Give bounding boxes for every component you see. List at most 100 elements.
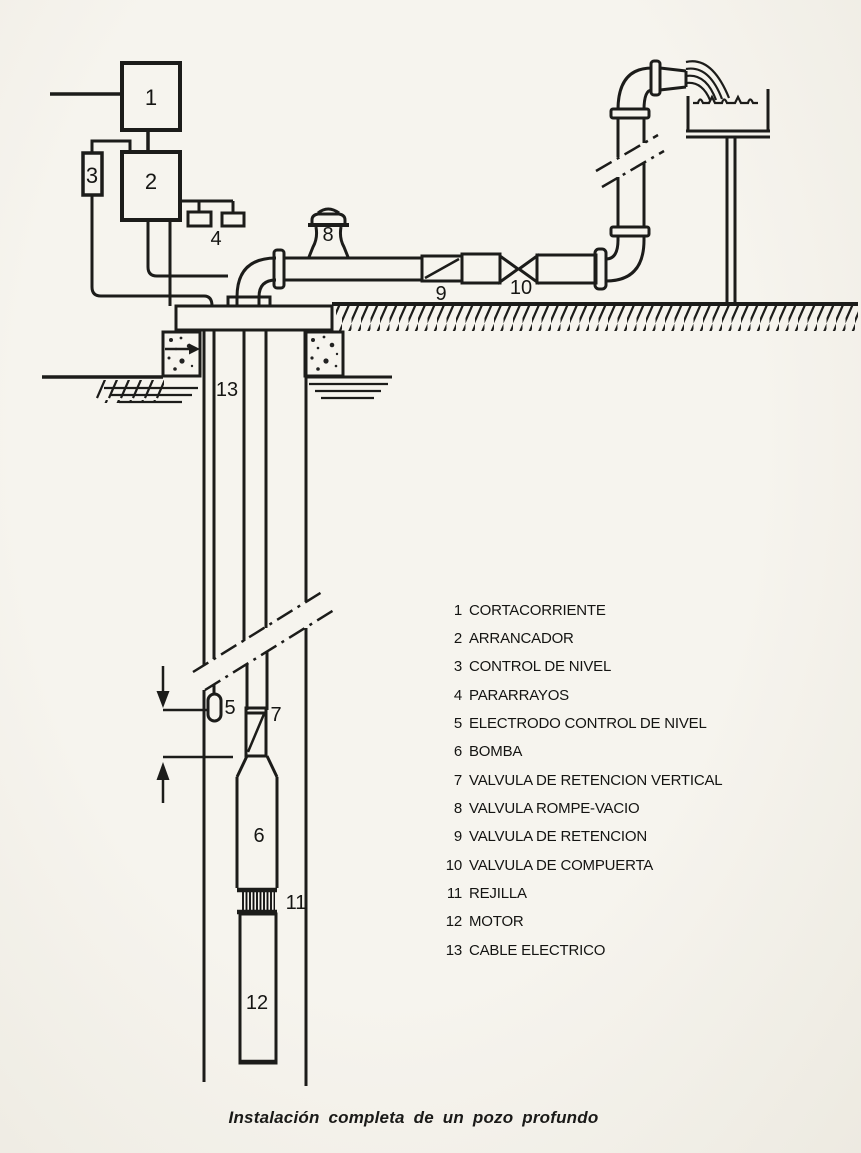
vertical-check-valve — [244, 706, 268, 758]
legend-label: ARRANCADOR — [469, 630, 574, 648]
wellhead — [161, 304, 345, 378]
control-panel — [50, 61, 228, 307]
water-spray — [685, 60, 731, 101]
pump-assembly — [235, 755, 279, 1065]
label-11: 11 — [286, 892, 307, 914]
legend-num: 5 — [453, 715, 462, 733]
legend-label: VALVULA DE COMPUERTA — [469, 856, 654, 874]
label-8: 8 — [322, 224, 333, 246]
spray-arc-3 — [685, 74, 718, 101]
well-seal-slab — [174, 304, 334, 332]
legend-label: CORTACORRIENTE — [469, 601, 606, 619]
legend-num: 8 — [453, 800, 462, 818]
soil-layers-left — [104, 386, 198, 404]
legend-label: PARARRAYOS — [469, 686, 569, 704]
riser-break-line-1 — [595, 133, 659, 173]
legend-label: CONTROL DE NIVEL — [469, 658, 612, 676]
riser-coupling-top — [609, 107, 651, 120]
tank-walls — [686, 89, 770, 130]
valve9-diagonal — [424, 257, 460, 280]
pipe-flange — [272, 248, 286, 290]
legend-item-4: 4 PARARRAYOS — [436, 681, 722, 709]
cable-run-a — [90, 195, 214, 307]
pararrayos-unit-left — [186, 210, 213, 228]
pump-body — [235, 777, 279, 888]
valve8-dome — [317, 207, 340, 215]
riser-break-line-2 — [601, 149, 665, 189]
valve7-body — [244, 706, 268, 758]
well-break-line-2 — [204, 608, 335, 692]
legend-num: 12 — [445, 913, 462, 931]
legend-num: 13 — [445, 941, 462, 959]
arrancador-box — [120, 150, 182, 222]
label-2: 2 — [145, 169, 157, 194]
legend-label: ELECTRODO CONTROL DE NIVEL — [469, 715, 707, 733]
legend-num: 10 — [445, 856, 462, 874]
storage-tank — [686, 89, 770, 302]
legend-item-3: 3 CONTROL DE NIVEL — [436, 653, 722, 681]
legend-item-5: 5 ELECTRODO CONTROL DE NIVEL — [436, 709, 722, 737]
legend-label: VALVULA ROMPE-VACIO — [469, 800, 640, 818]
legend-num: 3 — [453, 658, 462, 676]
pararrayos-unit-right — [220, 211, 246, 228]
spout — [659, 66, 688, 92]
spray-arc-4 — [685, 81, 712, 101]
drop-pipe-left — [242, 330, 249, 710]
pipe-sleeve-left — [460, 252, 502, 285]
check-valve — [420, 254, 464, 283]
riser-pipe — [595, 59, 688, 241]
control-nivel-wire-top — [90, 139, 132, 153]
label-12: 12 — [246, 992, 268, 1014]
figure-caption: Instalación completa de un pozo profundo — [228, 1108, 599, 1127]
drop-pipe — [242, 330, 269, 710]
legend-num: 6 — [453, 743, 462, 761]
soil-layers-right — [309, 382, 388, 400]
legend-item-10: 10 VALVULA DE COMPUERTA — [436, 851, 722, 879]
valve8-cap — [310, 212, 347, 225]
ground-surface — [42, 302, 858, 404]
vacuum-breaker-valve — [307, 207, 350, 258]
surface-pipeline — [226, 207, 646, 308]
legend-label: REJILLA — [469, 885, 527, 903]
spout-flange — [649, 59, 662, 97]
label-6: 6 — [253, 825, 264, 847]
label-3: 3 — [86, 163, 98, 188]
top-elbow-outer — [616, 66, 653, 111]
screen-grill — [241, 891, 275, 911]
label-10: 10 — [510, 277, 532, 299]
pipe-coupling — [593, 247, 608, 291]
well-casing — [192, 330, 335, 1086]
riser-elbow-outer — [605, 239, 646, 283]
ground-hatch-left — [96, 380, 164, 403]
valve8-side-left — [307, 226, 319, 258]
drop-pipe-right — [264, 330, 269, 710]
label-9: 9 — [435, 283, 446, 305]
label-4: 4 — [210, 228, 221, 250]
pipe-sleeve-right — [535, 253, 598, 285]
label-5: 5 — [224, 697, 235, 719]
pumping-level-arrow — [156, 755, 233, 803]
cable-entry-arrow — [165, 343, 200, 355]
label-1: 1 — [145, 85, 157, 110]
pump-taper — [235, 755, 279, 778]
valve10-left-wedge — [498, 253, 521, 285]
spray-arc-2 — [685, 67, 724, 100]
riser-elbow-inner — [605, 239, 620, 261]
level-electrode — [206, 692, 223, 723]
cortacorriente-box — [120, 61, 182, 132]
legend-num: 4 — [453, 686, 462, 704]
legend-num: 1 — [453, 601, 462, 619]
label-13: 13 — [216, 379, 238, 401]
valve8-side-right — [338, 226, 350, 258]
legend-label: BOMBA — [469, 743, 523, 761]
legend-label: VALVULA DE RETENCION VERTICAL — [469, 771, 723, 789]
spray-arc-1 — [685, 60, 731, 99]
concrete-block-left — [161, 330, 202, 378]
legend-label: MOTOR — [469, 913, 524, 931]
pararrayos — [180, 199, 246, 228]
